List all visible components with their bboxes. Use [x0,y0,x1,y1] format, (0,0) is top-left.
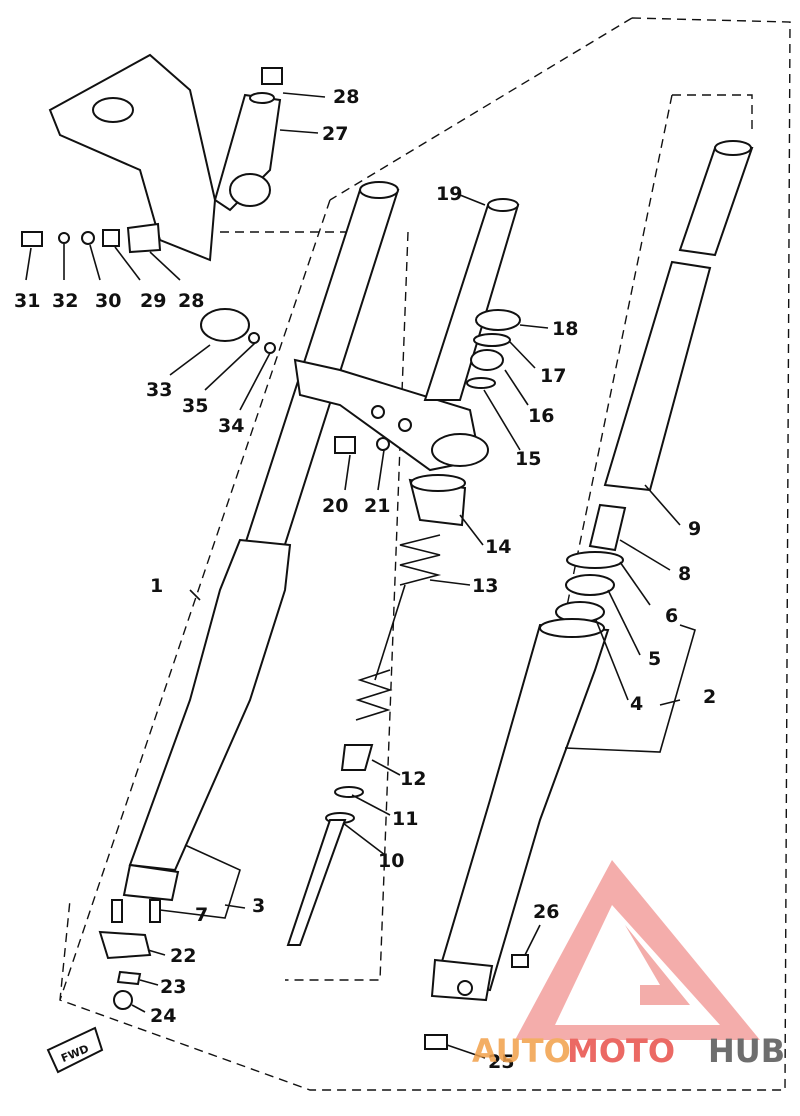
callout-32: 32 [52,290,78,312]
callout-14: 14 [485,536,511,558]
callout-16: 16 [528,405,554,427]
callout-10: 10 [378,850,404,872]
callout-35: 35 [182,395,208,417]
callout-labels: 1 2 3 4 5 6 7 8 9 10 11 12 13 14 15 16 1… [14,86,716,1073]
callout-34: 34 [218,415,244,437]
leader-lines [25,92,696,1059]
fork-outer-tube-right [430,618,610,1002]
callout-29: 29 [140,290,166,312]
watermark-text-hub: HUB [708,1032,785,1070]
callout-27: 27 [322,123,348,145]
callout-8: 8 [678,563,691,585]
damper-rod [286,744,374,946]
callout-4: 4 [630,693,643,715]
callout-2: 2 [703,686,716,708]
callout-18: 18 [552,318,578,340]
fwd-arrow: FWD [46,1026,104,1074]
callout-23: 23 [160,976,186,998]
seal-kit [555,503,627,623]
callout-20: 20 [322,495,348,517]
callout-22: 22 [170,945,196,967]
callout-3: 3 [252,895,265,917]
callout-19: 19 [436,183,462,205]
callout-30: 30 [95,290,121,312]
bracket-hardware [21,222,276,354]
callout-12: 12 [400,768,426,790]
callout-9: 9 [688,518,701,540]
callout-26: 26 [533,901,559,923]
callout-1: 1 [150,575,163,597]
callout-5: 5 [648,648,661,670]
steering-stem [423,198,520,401]
watermark-text-auto: AUTO [472,1032,571,1070]
callout-25: 25 [488,1051,514,1073]
callout-31: 31 [14,290,40,312]
headlight-bracket [48,53,283,262]
callout-11: 11 [392,808,418,830]
lower-bracket [293,358,489,472]
bearing-stack [408,309,521,527]
callout-21: 21 [364,495,390,517]
callout-13: 13 [472,575,498,597]
assembly-outline [59,17,791,1091]
callout-28b: 28 [178,290,204,312]
callout-24: 24 [150,1005,176,1027]
callout-17: 17 [540,365,566,387]
watermark: AUTO MOTO HUB [472,860,785,1070]
callout-15: 15 [515,448,541,470]
watermark-logo-icon [515,860,760,1040]
callout-33: 33 [146,379,172,401]
callout-7: 7 [195,904,208,926]
callout-6: 6 [665,605,678,627]
fork-spring [355,534,442,721]
callout-28a: 28 [333,86,359,108]
watermark-text-moto: MOTO [567,1032,675,1070]
axle-clamp-hardware [98,930,529,1050]
